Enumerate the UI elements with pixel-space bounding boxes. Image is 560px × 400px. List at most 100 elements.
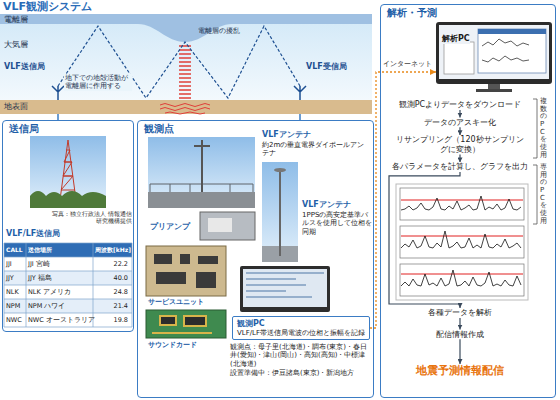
panel-heading: 送信局 — [3, 121, 133, 137]
table-cell: JJI — [4, 257, 26, 271]
callout-heading: 観測PC — [237, 319, 365, 329]
window-plot — [482, 39, 529, 62]
flow-step: 各種データを解析 — [427, 308, 493, 318]
flow-arrow — [459, 110, 460, 118]
flow-step: リサンプリング（120秒サンプリングに変換） — [394, 135, 526, 154]
antenna-top — [274, 168, 286, 172]
region-label: 大気層 — [4, 40, 28, 50]
flow-step: 各パラメータを計算し、グラフを出力 — [391, 162, 529, 172]
chart-frame — [400, 188, 524, 220]
table-cell: NWC — [4, 313, 26, 327]
monitor-frame — [436, 22, 552, 84]
pc-screen — [243, 269, 327, 307]
table-cell: JJI 宮崎 — [26, 257, 93, 271]
table-title: VLF/LF送信局 — [6, 229, 60, 239]
table-cell: NPM ハワイ — [26, 299, 93, 313]
part-name: プリアンプ — [150, 222, 190, 231]
table-row-bg — [4, 285, 132, 299]
crustal-activity-waves — [160, 104, 210, 115]
photo-credit: 写真：独立行政法人 情報通信研究機構提供 — [52, 210, 132, 224]
monitor-stand — [488, 84, 500, 89]
output-step: 地震予測情報配信 — [416, 364, 504, 377]
antenna-photo — [262, 162, 298, 262]
site-list: 観測点：母子里(北海道)・調布(東京)・春日井(愛知)・津山(岡山)・高知(高知… — [230, 343, 370, 368]
rooftop — [148, 192, 255, 208]
output-text: 地震予測情報配信 — [416, 364, 504, 377]
circuit-parts — [154, 254, 218, 288]
table-cell: NPM — [4, 299, 26, 313]
trees — [30, 191, 106, 208]
flow-arrow — [459, 127, 460, 135]
table-header-bg — [4, 243, 132, 257]
data-trace — [401, 270, 521, 286]
preamp-panel — [208, 218, 232, 232]
disturbance-label: 電離層の擾乱 — [198, 27, 240, 35]
flow-arrow — [459, 154, 460, 162]
part-name: VLFアンテナ — [302, 200, 351, 210]
table-cell: NLK — [4, 285, 26, 299]
antenna-photo — [148, 137, 255, 208]
panel: 送信局 — [2, 120, 134, 332]
table-cell: 22.2 — [93, 257, 132, 271]
step-text: データのアスキー化 — [424, 118, 496, 128]
tower-photo — [30, 136, 106, 208]
monitor-base — [476, 89, 512, 92]
data-trace — [401, 231, 521, 248]
tower-mast — [60, 140, 76, 200]
flow-step: 観測PCよりデータをダウンロード — [398, 100, 522, 110]
callout-body: VLF/LF帯送信局電波の位相と振幅を記録 — [237, 329, 365, 337]
table-cell: NWC オーストラリア — [26, 313, 93, 327]
screen-label: 解析PC — [442, 34, 470, 44]
vertical-note: 複数のPCを使用 — [540, 98, 547, 160]
service-unit-photo — [146, 246, 226, 296]
dipole-antenna — [194, 140, 210, 192]
part-name: サービスユニット — [148, 298, 204, 306]
card-parts — [152, 316, 212, 333]
flow-step: データのアスキー化 — [423, 118, 497, 128]
chart-sheet — [396, 184, 528, 300]
chart-frame — [400, 264, 524, 296]
threshold-line — [401, 200, 523, 274]
table-row-bg — [4, 299, 132, 313]
table-header-cell: CALL — [4, 243, 26, 257]
table-cell: JJY 福島 — [26, 271, 93, 285]
step-text: 各パラメータを計算し、グラフを出力 — [392, 162, 528, 172]
part-name: サウンドカード — [148, 341, 197, 349]
step-text: 観測PCよりデータをダウンロード — [399, 100, 521, 110]
table-header-cell: 周波数[kHz] — [93, 243, 132, 257]
data-trace — [401, 196, 521, 210]
table-row-bg — [4, 257, 132, 271]
region-label: 地表面 — [4, 102, 28, 112]
table-cell: 40.0 — [93, 271, 132, 285]
screen-box: 解析PC — [436, 22, 552, 92]
connector-label: インターネット — [382, 60, 433, 68]
screen-lines — [246, 273, 324, 297]
note-label: 地下での地殻活動が電離層に作用する — [64, 74, 132, 91]
sound-card-photo — [146, 310, 226, 338]
part-name: VLFアンテナ — [262, 130, 311, 140]
table-row-bg — [4, 271, 132, 285]
table-row-bg — [4, 313, 132, 327]
screen-window — [444, 42, 474, 74]
table-cell: 19.8 — [93, 313, 132, 327]
radio-path — [58, 26, 300, 98]
site-list: 設置準備中：伊豆諸島(東京)・新潟地方 — [230, 369, 370, 377]
observation-pc-photo — [240, 266, 330, 312]
flow-step: 配信情報作成 — [435, 330, 485, 340]
panel-heading: 観測点 — [138, 121, 373, 137]
flow-arrow — [459, 318, 460, 330]
part-note: 約2mの垂直電界ダイポールアンテナ — [262, 141, 370, 158]
station-label: VLF送信局 — [4, 62, 45, 72]
panel-heading: 解析・予測 — [381, 5, 555, 21]
bracket — [533, 99, 537, 224]
table-cell: 24.8 — [93, 285, 132, 299]
step-text: リサンプリング（120秒サンプリングに変換） — [395, 135, 525, 154]
chart-frame — [400, 226, 524, 258]
flow-arrow — [459, 339, 460, 364]
part-note: 1PPSの高安定基準パルスを使用して位相を同期 — [302, 211, 372, 236]
table-header-cell: 送信場所 — [26, 243, 93, 257]
table-cell: JJY — [4, 271, 26, 285]
table-cell: NLK アメリカ — [26, 285, 93, 299]
